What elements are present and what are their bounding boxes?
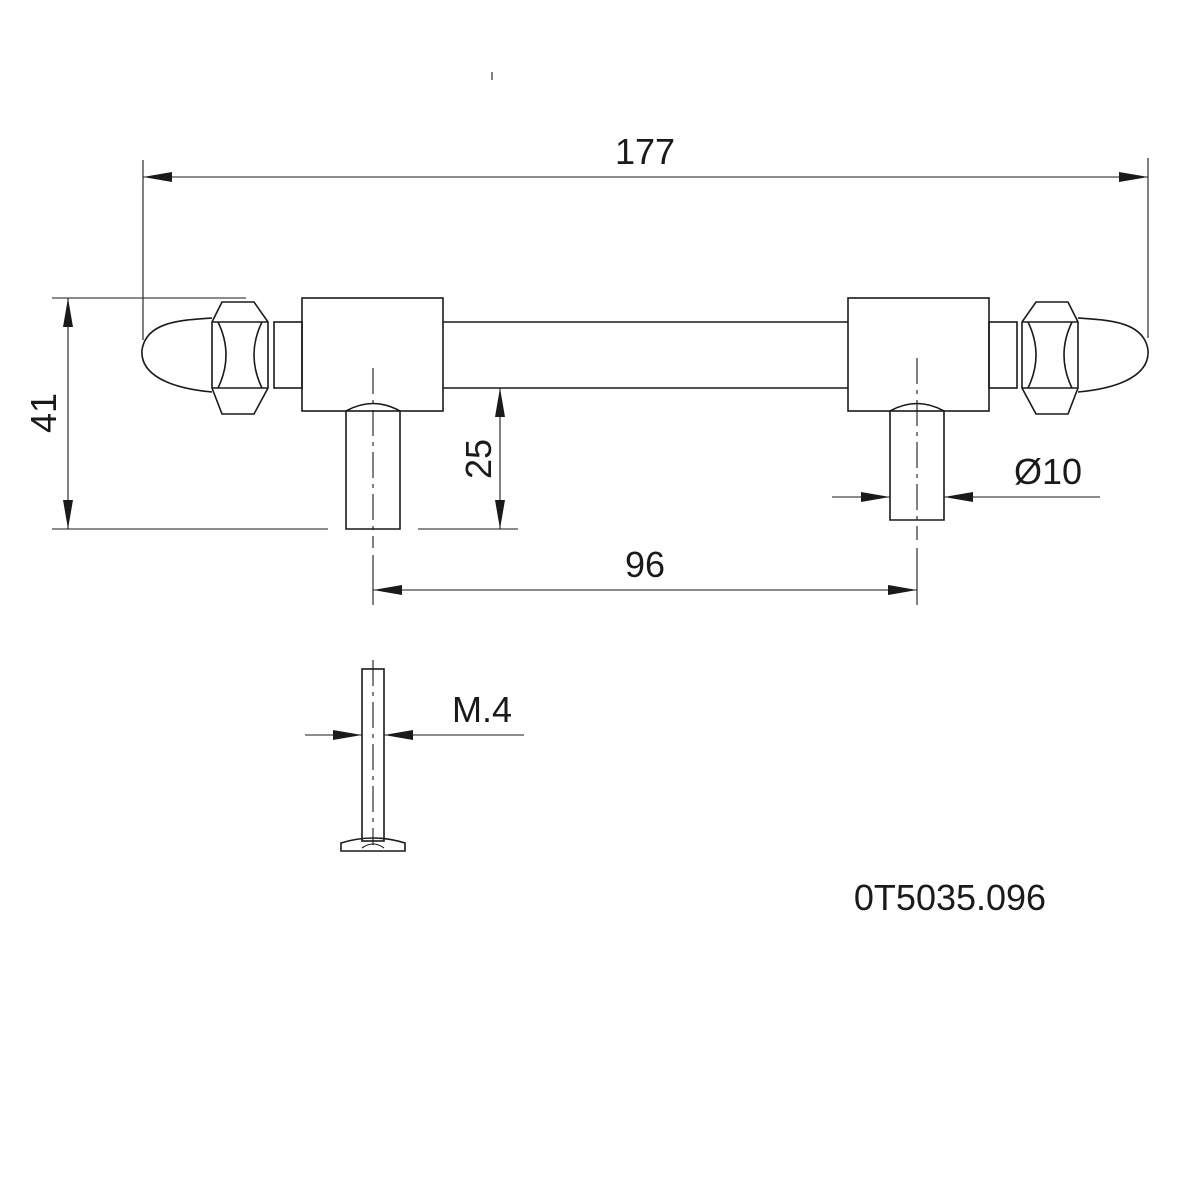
overall-height-label: 41 — [23, 393, 64, 433]
screw-thread-label: M.4 — [452, 689, 512, 730]
left-leg — [345, 402, 401, 530]
dimension-overall-length: 177 — [142, 131, 1149, 340]
leg-height-label: 25 — [458, 439, 499, 479]
part-number: 0T5035.096 — [854, 877, 1046, 918]
leg-diameter-label: Ø10 — [1014, 451, 1082, 492]
handle-drawing — [141, 297, 1149, 548]
right-collar — [988, 321, 1018, 389]
right-leg — [889, 402, 945, 521]
screw-drawing: M.4 — [305, 660, 524, 852]
overall-length-label: 177 — [615, 131, 675, 172]
left-post-block — [301, 297, 444, 412]
left-finial — [141, 301, 269, 415]
right-post-block — [847, 297, 990, 412]
hole-spacing-label: 96 — [625, 544, 665, 585]
left-collar — [273, 321, 303, 389]
dimension-leg-height: 25 — [418, 388, 518, 530]
dimension-hole-spacing: 96 — [372, 544, 918, 605]
screw-head — [340, 837, 406, 852]
dimension-overall-height: 41 — [23, 297, 328, 530]
dimension-leg-diameter: Ø10 — [832, 451, 1100, 502]
right-finial — [1021, 301, 1149, 415]
